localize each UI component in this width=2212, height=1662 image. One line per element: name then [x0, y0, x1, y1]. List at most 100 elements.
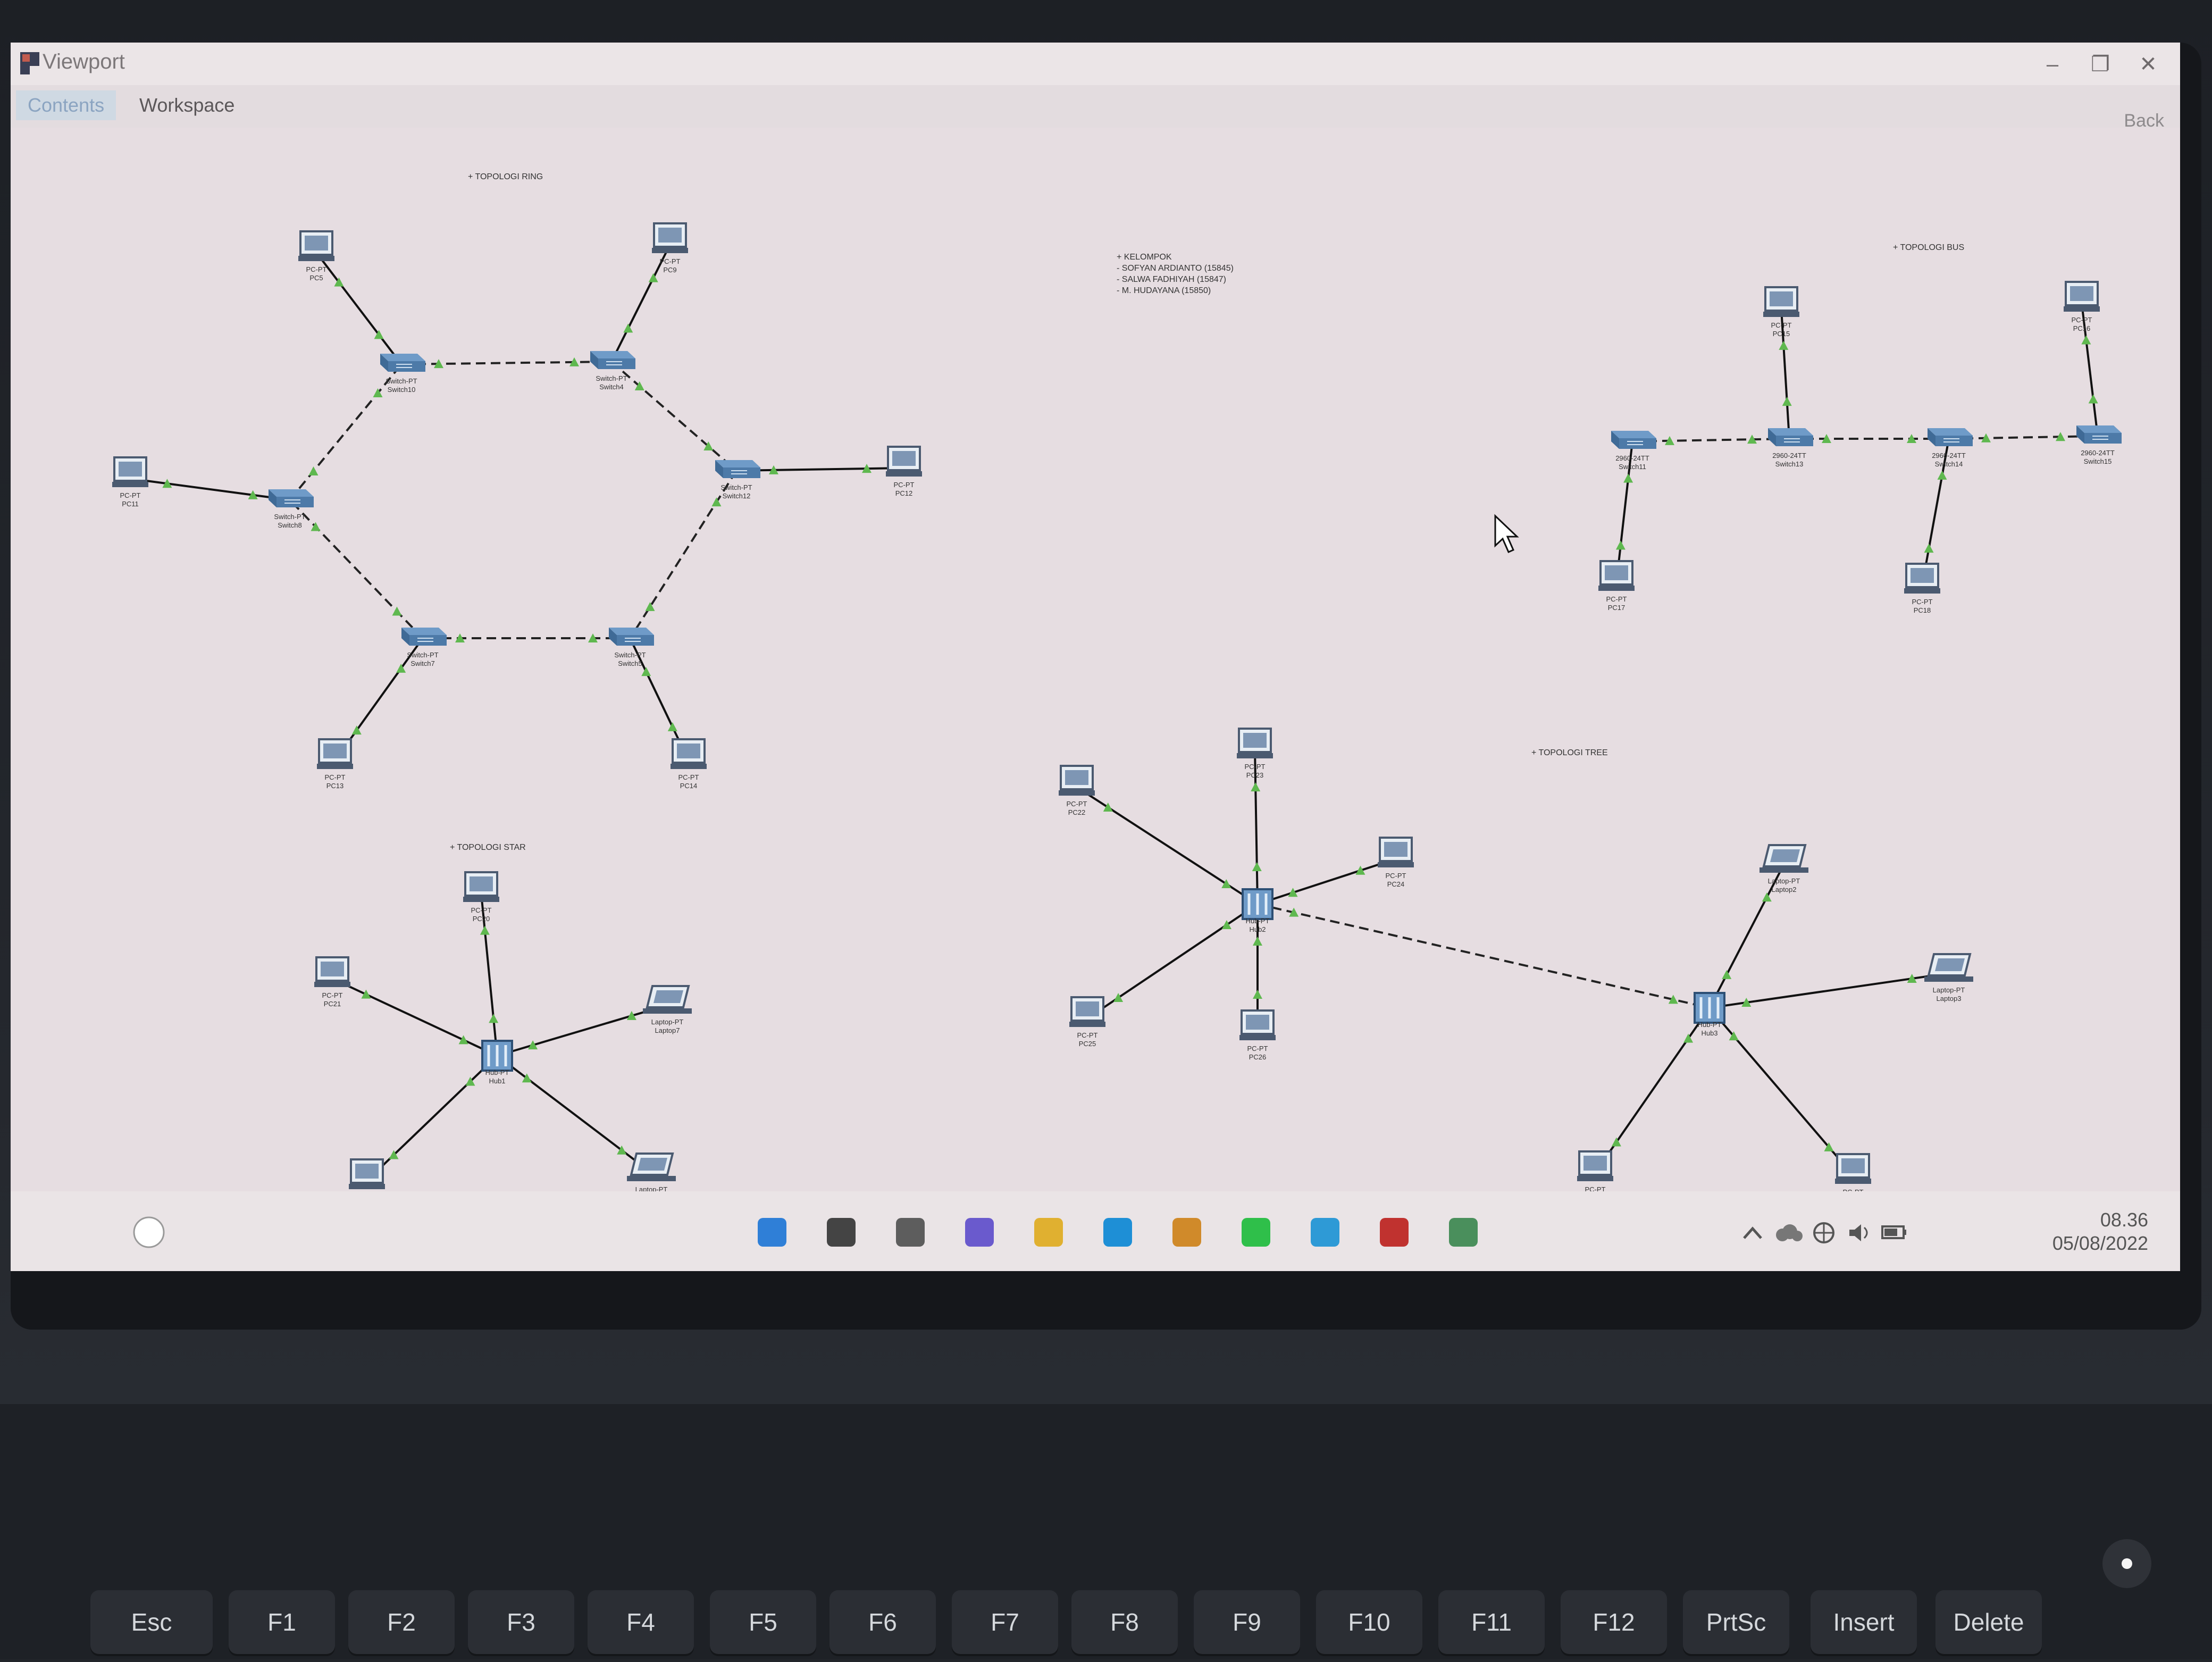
- restore-button[interactable]: ❐: [2091, 53, 2110, 76]
- key-f11[interactable]: F11: [1438, 1590, 1545, 1654]
- key-f6[interactable]: F6: [830, 1590, 936, 1654]
- key-delete[interactable]: Delete: [1936, 1590, 2042, 1654]
- minimize-button[interactable]: –: [2046, 53, 2059, 76]
- back-button[interactable]: Back: [2124, 111, 2164, 131]
- mcafee-icon[interactable]: [1375, 1213, 1414, 1252]
- key-f5[interactable]: F5: [710, 1590, 816, 1654]
- file-explorer-icon[interactable]: [1029, 1213, 1068, 1252]
- link-status-up-indicator: [1924, 544, 1934, 553]
- hub-icon: [1243, 889, 1272, 919]
- key-f10[interactable]: F10: [1316, 1590, 1422, 1654]
- link-status-up-indicator: [1822, 434, 1831, 443]
- laptop-screen: Viewport – ❐ ✕ Contents Workspace Back: [11, 43, 2180, 1271]
- device-name-label: PC25: [1079, 1040, 1096, 1048]
- key-f2[interactable]: F2: [348, 1590, 455, 1654]
- link-status-up-indicator: [351, 725, 362, 735]
- cloud-icon[interactable]: [1776, 1224, 1803, 1241]
- network-icon[interactable]: [1813, 1222, 1834, 1243]
- key-f7[interactable]: F7: [952, 1590, 1058, 1654]
- edge-icon[interactable]: [1098, 1213, 1137, 1252]
- crossover-link-sw4-sw12: [610, 361, 738, 472]
- straight-link-hub1-pc19: [366, 1055, 498, 1182]
- network-diagram: PC-PTPC5PC-PTPC9PC-PTPC11PC-PTPC12PC-PTP…: [111, 172, 2122, 1210]
- device-model-label: PC-PT: [1077, 1031, 1098, 1039]
- key-f8[interactable]: F8: [1071, 1590, 1178, 1654]
- start-icon[interactable]: [752, 1213, 792, 1252]
- device-name-label: PC13: [326, 782, 344, 790]
- key-esc[interactable]: Esc: [90, 1590, 213, 1654]
- chat-icon[interactable]: [960, 1213, 999, 1252]
- volume-icon[interactable]: [1849, 1224, 1868, 1241]
- tab-contents[interactable]: Contents: [16, 90, 116, 120]
- tab-workspace[interactable]: Workspace: [139, 94, 235, 116]
- key-f3[interactable]: F3: [468, 1590, 574, 1654]
- device-name-label: Switch14: [1935, 460, 1963, 468]
- device-model-label: PC-PT: [1912, 598, 1933, 606]
- pc-icon: [1903, 563, 1941, 595]
- key-insert[interactable]: Insert: [1811, 1590, 1917, 1654]
- key-f12[interactable]: F12: [1561, 1590, 1667, 1654]
- device-name-label: Switch4: [599, 383, 624, 391]
- l-app-icon[interactable]: [1305, 1213, 1345, 1252]
- weather-icon[interactable]: [128, 1214, 170, 1251]
- link-status-up-indicator: [2088, 394, 2098, 404]
- link-status-up-indicator: [2081, 335, 2091, 345]
- store-icon[interactable]: [1167, 1213, 1206, 1252]
- key-f1[interactable]: F1: [229, 1590, 335, 1654]
- link-status-up-indicator: [1289, 907, 1299, 917]
- device-model-label: PC-PT: [322, 991, 343, 999]
- link-status-up-indicator: [1747, 435, 1757, 444]
- battery-icon[interactable]: [1881, 1225, 1906, 1239]
- close-button[interactable]: ✕: [2139, 53, 2157, 76]
- link-status-up-indicator: [389, 1150, 399, 1159]
- key-prtsc[interactable]: PrtSc: [1683, 1590, 1789, 1654]
- search-icon[interactable]: [822, 1213, 861, 1252]
- taskbar-clock[interactable]: 08.36 05/08/2022: [2052, 1208, 2148, 1255]
- device-name-label: PC24: [1387, 880, 1405, 888]
- packet-tracer-icon[interactable]: [1444, 1213, 1483, 1252]
- straight-link-hub3-lap3: [1709, 972, 1949, 1009]
- straight-link-pc18-sw14: [1921, 438, 1950, 586]
- clock-time: 08.36: [2100, 1209, 2148, 1231]
- whatsapp-icon[interactable]: [1236, 1213, 1276, 1252]
- link-status-up-indicator: [862, 464, 872, 473]
- task-view-icon[interactable]: [891, 1213, 930, 1252]
- key-f4[interactable]: F4: [588, 1590, 694, 1654]
- key-f9[interactable]: F9: [1194, 1590, 1300, 1654]
- chevron-up-icon[interactable]: [1743, 1226, 1762, 1239]
